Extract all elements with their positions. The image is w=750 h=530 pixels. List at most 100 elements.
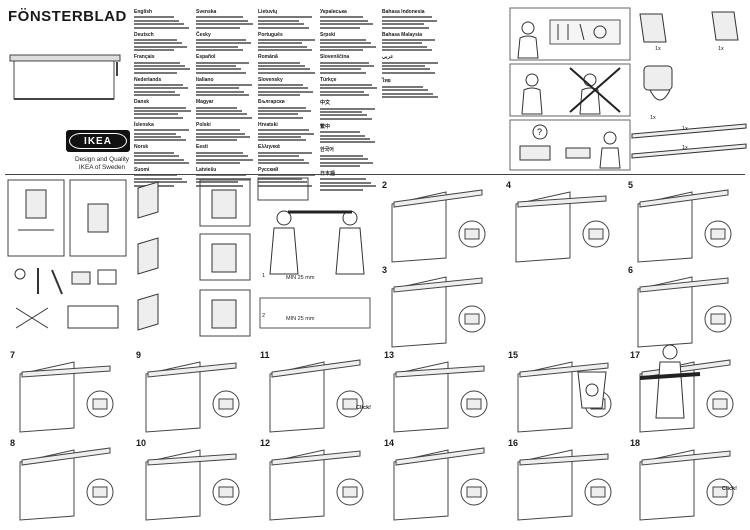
window-icon bbox=[637, 189, 732, 263]
text-line bbox=[258, 19, 299, 22]
two-persons-mounting bbox=[257, 177, 371, 329]
language-heading: Bahasa Malaysia bbox=[382, 31, 423, 38]
text-line bbox=[382, 38, 435, 41]
step-number: 9 bbox=[136, 350, 142, 360]
quantity-label: 1x bbox=[650, 115, 656, 121]
text-line bbox=[320, 84, 372, 87]
circled-number: 2 bbox=[262, 313, 266, 319]
window-icon bbox=[145, 449, 240, 521]
parts-rails bbox=[631, 123, 747, 159]
text-line bbox=[382, 86, 423, 89]
language-heading: Srpski bbox=[320, 31, 336, 38]
language-heading: Česky bbox=[196, 31, 211, 38]
window-icon bbox=[19, 447, 114, 521]
text-line bbox=[134, 71, 177, 74]
window-icon bbox=[515, 191, 610, 263]
text-line bbox=[320, 19, 368, 22]
text-line bbox=[258, 181, 307, 184]
text-line bbox=[320, 90, 364, 93]
text-line bbox=[196, 155, 248, 158]
text-line bbox=[134, 64, 185, 67]
text-line bbox=[258, 184, 312, 187]
text-line bbox=[258, 42, 302, 45]
language-heading: Norsk bbox=[134, 144, 149, 151]
text-line bbox=[134, 106, 186, 109]
safety-illustration-tools bbox=[509, 7, 631, 61]
step-number: 5 bbox=[628, 180, 634, 190]
text-line bbox=[320, 158, 368, 161]
text-line bbox=[382, 68, 430, 71]
text-line bbox=[196, 139, 237, 142]
language-heading: ไทย bbox=[382, 77, 391, 84]
text-line bbox=[196, 42, 251, 45]
language-heading: Slovenščina bbox=[320, 54, 350, 61]
text-line bbox=[258, 61, 300, 64]
text-line bbox=[320, 161, 373, 164]
language-heading: Deutsch bbox=[134, 31, 154, 38]
tools-icon bbox=[14, 268, 119, 329]
quantity-label: 1x bbox=[682, 126, 688, 132]
step-number: 4 bbox=[506, 180, 512, 190]
language-heading: 한국어 bbox=[320, 147, 334, 154]
text-line bbox=[320, 42, 371, 45]
language-heading: Slovensky bbox=[258, 76, 283, 83]
text-line bbox=[134, 132, 176, 135]
quantity-label: 1x bbox=[682, 145, 688, 151]
text-line bbox=[196, 110, 242, 113]
text-line bbox=[258, 94, 300, 97]
text-line bbox=[382, 26, 429, 29]
text-line bbox=[258, 132, 314, 135]
text-line bbox=[258, 71, 315, 74]
text-line bbox=[134, 45, 187, 48]
click-label: Click! bbox=[722, 486, 737, 492]
language-heading: Español bbox=[196, 54, 216, 61]
text-line bbox=[320, 141, 375, 144]
text-line bbox=[134, 135, 181, 138]
text-line bbox=[320, 164, 360, 167]
text-line bbox=[258, 68, 310, 71]
text-line bbox=[258, 129, 309, 132]
parts-cord-handle bbox=[643, 65, 673, 101]
text-line bbox=[320, 117, 372, 120]
text-line bbox=[196, 106, 237, 109]
text-line bbox=[134, 181, 187, 184]
text-line bbox=[134, 110, 191, 113]
svg-text:?: ? bbox=[537, 127, 542, 137]
window-icon bbox=[391, 276, 486, 348]
window-icon bbox=[393, 361, 488, 433]
text-line bbox=[196, 158, 253, 161]
window-types-illustration bbox=[137, 179, 251, 337]
text-line bbox=[320, 87, 377, 90]
text-line bbox=[134, 174, 177, 177]
logo-text: IKEA bbox=[69, 133, 127, 149]
text-line bbox=[196, 116, 252, 119]
click-label: Click! bbox=[356, 405, 371, 411]
text-line bbox=[196, 61, 249, 64]
text-line bbox=[320, 68, 361, 71]
text-line bbox=[320, 16, 363, 19]
text-line bbox=[134, 155, 179, 158]
text-line bbox=[196, 184, 243, 187]
window-icon bbox=[517, 449, 612, 521]
text-line bbox=[134, 16, 174, 19]
step-number: 15 bbox=[508, 350, 519, 360]
text-line bbox=[258, 90, 313, 93]
text-line bbox=[134, 151, 174, 154]
step-number: 7 bbox=[10, 350, 16, 360]
language-heading: Hrvatski bbox=[258, 121, 278, 128]
language-heading: Íslenska bbox=[134, 121, 154, 128]
tagline-line-1: Design and Quality bbox=[75, 156, 129, 163]
text-line bbox=[382, 96, 438, 99]
text-line bbox=[320, 188, 363, 191]
text-line bbox=[382, 49, 432, 52]
text-line bbox=[134, 158, 184, 161]
text-line bbox=[134, 26, 189, 29]
step-number: 2 bbox=[382, 180, 388, 190]
text-line bbox=[320, 38, 366, 41]
circled-number: 1 bbox=[262, 273, 266, 279]
language-heading: Svenska bbox=[196, 9, 217, 15]
text-line bbox=[134, 129, 189, 132]
